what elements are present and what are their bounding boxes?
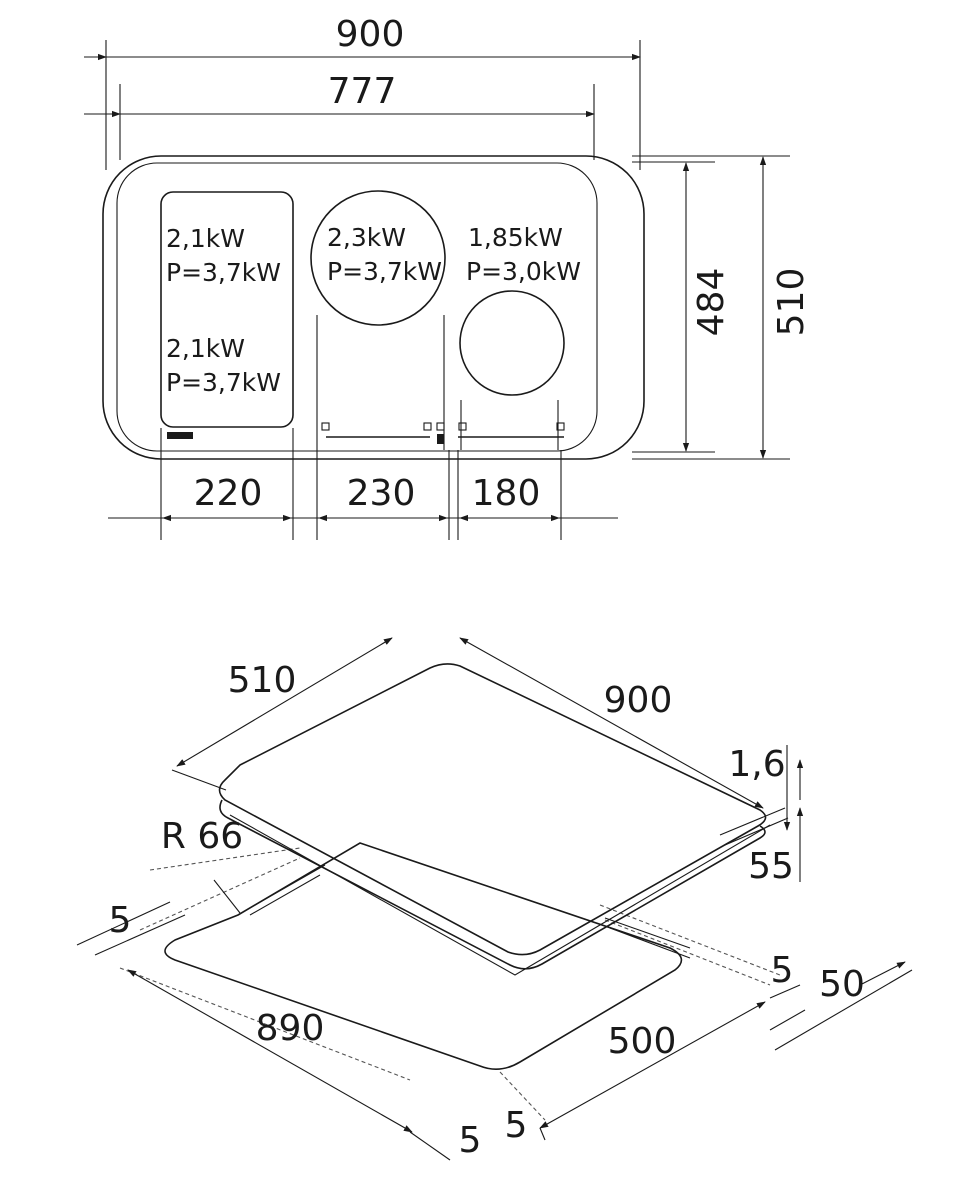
dim-label-width-777: 777 (328, 71, 397, 112)
brand-mark (167, 432, 193, 439)
dim-label-iso-margin-bottom-a: 5 (459, 1120, 482, 1161)
glass-outline (102, 155, 645, 460)
dim-label-width-900: 900 (336, 14, 405, 55)
zone-label-right-line2: P=3,0kW (466, 257, 581, 286)
dim-label-iso-margin-bottom-b: 5 (505, 1105, 528, 1146)
dim-label-iso-900: 900 (604, 680, 673, 721)
zone-label-left-top-line2: P=3,7kW (166, 258, 281, 287)
dim-label-depth-484: 484 (691, 268, 732, 337)
zone-label-left-bottom-line2: P=3,7kW (166, 368, 281, 397)
dim-label-iso-500: 500 (608, 1021, 677, 1062)
dim-label-iso-1-6: 1,6 (728, 744, 785, 785)
dim-label-depth-510: 510 (771, 268, 812, 337)
glass-plate-edge-lower (229, 814, 771, 976)
zone-label-right-line1: 1,85kW (468, 223, 563, 252)
dim-label-iso-margin-right: 5 (771, 950, 794, 991)
glass-plate-top (218, 663, 767, 956)
zone-middle-outline (310, 190, 446, 326)
zone-label-middle-line1: 2,3kW (327, 223, 406, 252)
zone-right-outline (459, 290, 565, 396)
glass-inner-outline (116, 162, 598, 452)
dim-label-180: 180 (472, 473, 541, 514)
dim-line-iso-900 (459, 637, 764, 809)
dim-label-iso-510: 510 (228, 660, 297, 701)
dim-label-230: 230 (347, 473, 416, 514)
isometric-view: 510 900 1,6 55 R 66 5 890 500 5 50 (76, 637, 913, 1161)
dim-line-iso-50 (774, 969, 913, 1051)
zone-label-left-top-line1: 2,1kW (166, 224, 245, 253)
support-bar (249, 864, 691, 959)
zone-label-left-bottom-line1: 2,1kW (166, 334, 245, 363)
dim-line-iso-500 (539, 1001, 766, 1129)
dim-label-iso-clearance: 50 (819, 964, 865, 1005)
cutout-outline (164, 842, 683, 1070)
bridge-zone-outline (160, 191, 294, 428)
dim-label-iso-55: 55 (748, 846, 794, 887)
dim-line-iso-890 (127, 969, 413, 1133)
zone-label-middle-line2: P=3,7kW (327, 257, 442, 286)
dim-line-iso-510 (176, 637, 393, 767)
top-view: 2,1kW P=3,7kW 2,1kW P=3,7kW 2,3kW P=3,7k… (84, 14, 812, 540)
dim-label-corner-radius: R 66 (161, 816, 243, 857)
dim-label-iso-890: 890 (256, 1008, 325, 1049)
dim-label-iso-margin-left: 5 (109, 900, 132, 941)
dim-label-220: 220 (194, 473, 263, 514)
cutout-offset-dashed (119, 847, 781, 1121)
indicator-led (437, 434, 444, 444)
